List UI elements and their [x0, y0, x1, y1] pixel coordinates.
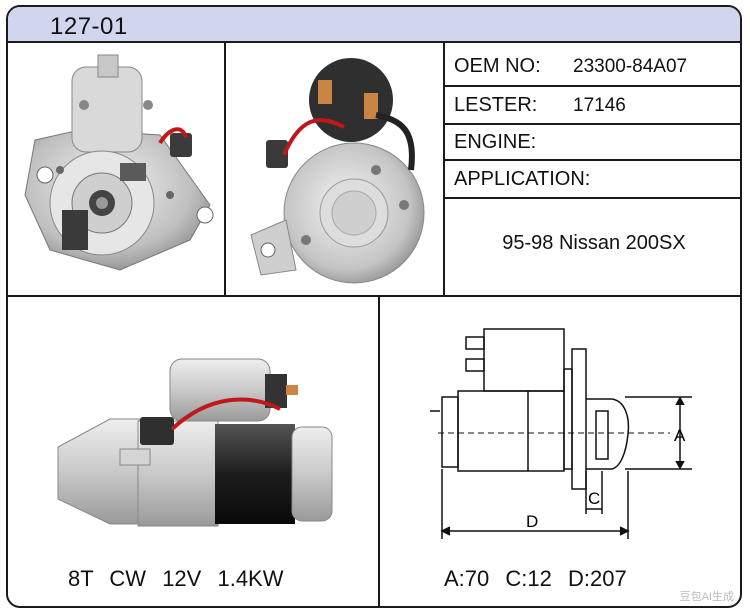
- spec-row-line-4: [443, 197, 740, 199]
- divider-bottom-panels: [378, 295, 380, 606]
- spec-row-line-3: [443, 159, 740, 161]
- dimension-d-value: D:207: [568, 566, 627, 591]
- spec-label-lester: LESTER:: [454, 94, 538, 116]
- spec-label-application: APPLICATION:: [454, 168, 591, 190]
- divider-top-bottom: [8, 295, 740, 297]
- rotation-direction: CW: [109, 566, 147, 591]
- divider-photo1-photo2: [224, 43, 226, 297]
- spec-sheet-frame: 127-01: [6, 5, 742, 608]
- watermark: 豆包AI生成: [679, 591, 734, 603]
- dimension-a-value: A:70: [444, 566, 490, 591]
- spec-row-line-1: [443, 85, 740, 87]
- application-vehicle: 95-98 Nissan 200SX: [502, 232, 686, 254]
- photo-front-view: [10, 45, 224, 295]
- dim-label-c: C: [588, 489, 600, 508]
- part-number-title: 127-01: [50, 13, 128, 40]
- dim-label-d: D: [526, 512, 538, 531]
- spec-value-oem: 23300-84A07: [573, 56, 688, 77]
- photo-side-view: [10, 299, 378, 544]
- spec-label-engine: ENGINE:: [454, 131, 537, 153]
- spec-value-lester: 17146: [573, 95, 626, 116]
- dimension-diagram: A C D: [380, 299, 740, 544]
- dimension-c-value: C:12: [505, 566, 552, 591]
- teeth-count: 8T: [68, 566, 94, 591]
- electrical-specs-caption: 8T CW 12V 1.4KW: [68, 566, 284, 592]
- title-bar: 127-01: [8, 7, 740, 43]
- spec-label-oem: OEM NO:: [454, 55, 541, 77]
- divider-photos-specs: [443, 43, 445, 297]
- starter-rear-image: [250, 58, 425, 284]
- spec-row-line-2: [443, 123, 740, 125]
- dimension-drawing: A C D: [430, 328, 692, 539]
- voltage: 12V: [162, 566, 202, 591]
- dimension-values-caption: A:70 C:12 D:207: [444, 566, 627, 592]
- dim-label-a: A: [674, 426, 686, 445]
- starter-front-image: [24, 54, 214, 271]
- photo-rear-view: [226, 45, 443, 295]
- starter-side-image: [57, 358, 333, 527]
- power-rating: 1.4KW: [217, 566, 284, 591]
